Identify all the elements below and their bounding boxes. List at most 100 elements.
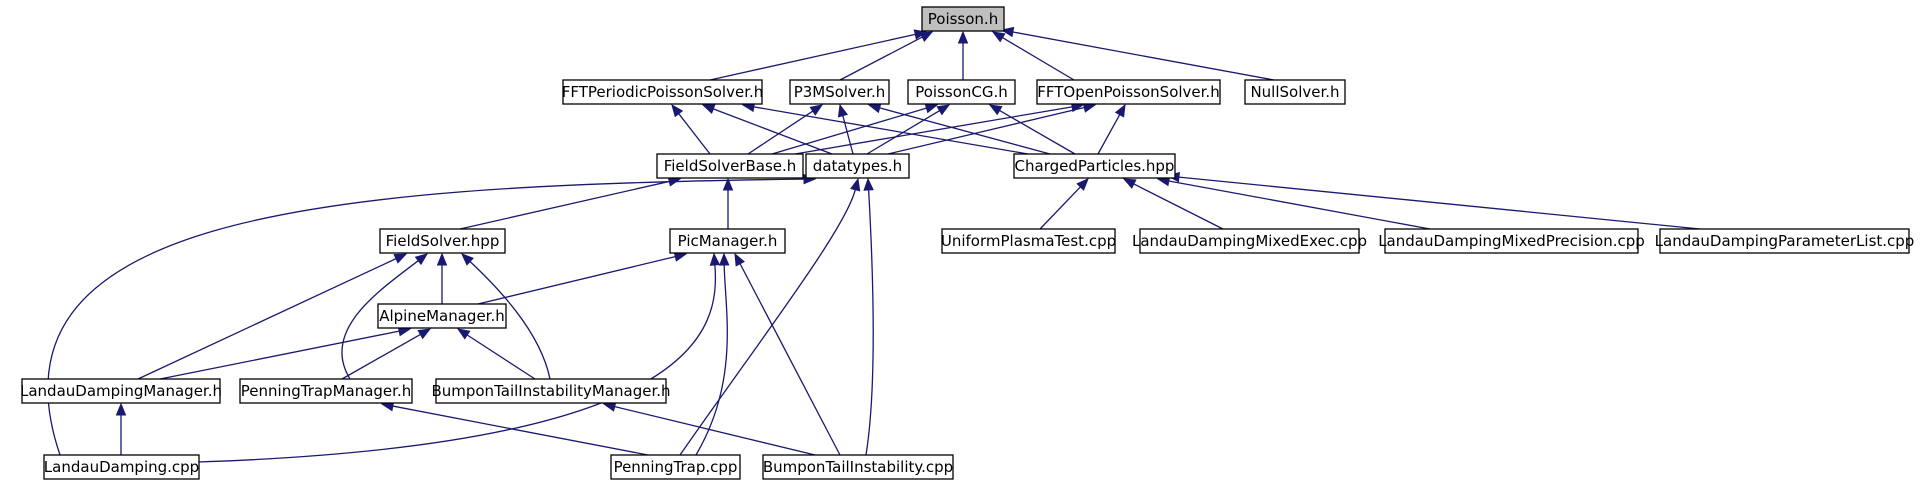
arrowhead-landaudamping-to-picmanager: [709, 252, 721, 266]
edge-fieldsolverbase-to-poissoncg: [771, 107, 927, 155]
node-box-nullsolver[interactable]: [1244, 79, 1346, 105]
node-box-ldmixedexec[interactable]: [1139, 228, 1360, 254]
node-penningtrap[interactable]: PenningTrap.cpp: [610, 454, 741, 480]
edge-fieldsolverbase-to-fftperiodic: [678, 113, 711, 155]
edge-ldmixedprec-to-chargedparticles: [1168, 180, 1431, 230]
node-nullsolver[interactable]: NullSolver.h: [1244, 79, 1346, 105]
node-label-datatypes: datatypes.h: [813, 157, 902, 175]
node-label-p3m: P3MSolver.h: [794, 83, 886, 101]
arrowhead-alpinemanager-to-fieldsolver: [436, 252, 448, 266]
node-label-ldmixedexec: LandauDampingMixedExec.cpp: [1132, 232, 1367, 250]
node-fieldsolverbase[interactable]: FieldSolverBase.h: [656, 153, 804, 179]
edge-p3m-to-poisson: [839, 36, 923, 81]
edge-penningtrap-to-datatypes: [679, 189, 856, 456]
node-box-poissoncg[interactable]: [907, 79, 1016, 105]
node-box-chargedparticles[interactable]: [1013, 153, 1176, 179]
node-ldmanager[interactable]: LandauDampingManager.h: [20, 378, 222, 404]
node-ptmanager[interactable]: PenningTrapManager.h: [239, 378, 413, 404]
node-box-poisson[interactable]: [921, 6, 1005, 32]
node-label-nullsolver: NullSolver.h: [1250, 83, 1339, 101]
node-box-landaudamping[interactable]: [43, 454, 200, 480]
node-datatypes[interactable]: datatypes.h: [805, 153, 910, 179]
node-label-fieldsolver: FieldSolver.hpp: [386, 232, 500, 250]
node-btimanager[interactable]: BumponTailInstabilityManager.h: [431, 378, 671, 404]
node-ldparamlist[interactable]: LandauDampingParameterList.cpp: [1655, 228, 1915, 254]
arrowhead-datatypes-to-poissoncg: [936, 104, 951, 116]
arrowhead-bumpontail-to-datatypes: [863, 177, 874, 191]
node-box-fieldsolverbase[interactable]: [656, 153, 804, 179]
node-box-alpinemanager[interactable]: [377, 303, 507, 329]
node-poisson[interactable]: Poisson.h: [921, 6, 1005, 32]
arrowhead-p3m-to-poisson: [919, 31, 934, 42]
arrowhead-datatypes-to-fftperiodic: [701, 104, 716, 114]
node-landaudamping[interactable]: LandauDamping.cpp: [43, 454, 200, 480]
edge-landaudamping-to-picmanager: [197, 264, 717, 463]
node-box-ldparamlist[interactable]: [1659, 228, 1910, 254]
edge-btimanager-to-fieldsolver: [469, 261, 551, 380]
arrowhead-btimanager-to-fieldsolver: [461, 253, 474, 266]
edge-chargedparticles-to-poissoncg: [999, 109, 1076, 155]
edge-fftperiodic-to-poisson: [709, 33, 916, 81]
edge-penningtrap-to-picmanager: [695, 264, 728, 456]
edge-uniformplasma-to-chargedparticles: [1039, 186, 1081, 230]
edge-btimanager-to-alpinemanager: [466, 334, 536, 380]
node-label-poisson: Poisson.h: [928, 10, 998, 28]
edge-ptmanager-to-fieldsolver: [341, 260, 419, 380]
edge-chargedparticles-to-fftopen: [1097, 114, 1121, 155]
node-box-p3m[interactable]: [789, 79, 890, 105]
edge-datatypes-to-p3m: [842, 115, 854, 155]
edges-layer: [47, 26, 1701, 463]
node-label-fftopen: FFTOpenPoissonSolver.h: [1037, 83, 1219, 101]
node-uniformplasma[interactable]: UniformPlasmaTest.cpp: [941, 228, 1116, 254]
arrowhead-fieldsolverbase-to-fftperiodic: [671, 103, 684, 118]
node-poissoncg[interactable]: PoissonCG.h: [907, 79, 1016, 105]
edge-datatypes-to-poissoncg: [866, 110, 940, 155]
node-alpinemanager[interactable]: AlpineManager.h: [377, 303, 507, 329]
node-picmanager[interactable]: PicManager.h: [669, 228, 786, 254]
node-box-picmanager[interactable]: [669, 228, 786, 254]
node-label-ptmanager: PenningTrapManager.h: [241, 382, 411, 400]
edge-ldmixedexec-to-chargedparticles: [1133, 183, 1224, 230]
node-box-bumpontail[interactable]: [762, 454, 954, 480]
node-fftperiodic[interactable]: FFTPeriodicPoissonSolver.h: [562, 79, 764, 105]
node-box-uniformplasma[interactable]: [941, 228, 1116, 254]
node-label-btimanager: BumponTailInstabilityManager.h: [431, 382, 670, 400]
node-label-picmanager: PicManager.h: [678, 232, 778, 250]
arrowhead-datatypes-to-p3m: [837, 103, 849, 118]
node-chargedparticles[interactable]: ChargedParticles.hpp: [1013, 153, 1176, 179]
arrowhead-chargedparticles-to-poissoncg: [988, 104, 1003, 116]
node-fieldsolver[interactable]: FieldSolver.hpp: [379, 228, 506, 254]
node-label-ldmanager: LandauDampingManager.h: [20, 382, 222, 400]
edge-landaudamping-to-datatypes: [47, 178, 805, 456]
node-box-penningtrap[interactable]: [610, 454, 741, 480]
arrowhead-penningtrap-to-picmanager: [718, 252, 730, 266]
edge-chargedparticles-to-p3m: [879, 107, 1051, 155]
edge-fftopen-to-poisson: [1002, 37, 1075, 81]
node-label-ldmixedprec: LandauDampingMixedPrecision.cpp: [1378, 232, 1645, 250]
arrowhead-poissoncg-to-poisson: [957, 30, 969, 44]
node-label-penningtrap: PenningTrap.cpp: [614, 458, 738, 476]
node-box-ptmanager[interactable]: [239, 378, 413, 404]
arrowhead-fftopen-to-poisson: [991, 31, 1006, 43]
arrowhead-btimanager-to-alpinemanager: [456, 328, 471, 340]
node-bumpontail[interactable]: BumponTailInstability.cpp: [762, 454, 954, 480]
node-box-datatypes[interactable]: [805, 153, 910, 179]
arrowhead-fieldsolverbase-to-p3m: [809, 104, 824, 116]
node-ldmixedexec[interactable]: LandauDampingMixedExec.cpp: [1132, 228, 1367, 254]
node-ldmixedprec[interactable]: LandauDampingMixedPrecision.cpp: [1378, 228, 1645, 254]
arrowhead-ldmanager-to-fieldsolver: [393, 253, 408, 264]
node-box-ldmixedprec[interactable]: [1384, 228, 1639, 254]
node-box-ldmanager[interactable]: [21, 378, 221, 404]
node-box-fftperiodic[interactable]: [562, 79, 763, 105]
node-box-fftopen[interactable]: [1036, 79, 1221, 105]
node-box-fieldsolver[interactable]: [379, 228, 506, 254]
arrowhead-penningtrap-to-datatypes: [850, 177, 861, 192]
node-fftopen[interactable]: FFTOpenPoissonSolver.h: [1036, 79, 1221, 105]
node-p3m[interactable]: P3MSolver.h: [789, 79, 890, 105]
node-box-btimanager[interactable]: [435, 378, 667, 404]
node-label-uniformplasma: UniformPlasmaTest.cpp: [941, 232, 1116, 250]
edge-fieldsolverbase-to-p3m: [747, 110, 814, 155]
